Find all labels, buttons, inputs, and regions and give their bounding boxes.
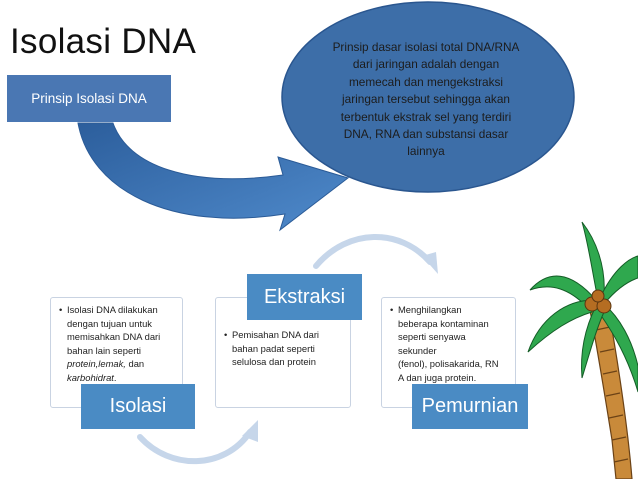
step-line: (fenol), polisakarida, RN [398,358,499,370]
page-title: Isolasi DNA [10,22,197,61]
bubble-line: memecah dan mengekstraksi [348,74,504,89]
cycle-arrow-top-head [422,252,438,274]
bubble-text: Prinsip dasar isolasi total DNA/RNA dari… [312,39,540,161]
step-line: Isolasi DNA dilakukan [67,304,158,315]
cycle-arrow-bottom [137,429,253,465]
palm-tree-icon [527,221,638,479]
bubble-line: terbentuk ekstrak sel yang terdiri [340,109,512,124]
step-text: Menghilangkan beberapa kontaminan sepert… [390,303,509,385]
step-italic: karbohidrat [67,371,114,383]
curved-arrow-icon [77,122,350,232]
bubble-ellipse [281,1,575,193]
step-text: Isolasi DNA dilakukan dengan tujuan untu… [59,303,176,385]
step-line: seperti senyawa [398,331,466,343]
bubble-line: Prinsip dasar isolasi total DNA/RNA [332,40,520,54]
step-label-ekstraksi: Ekstraksi [247,274,362,320]
cycle-arrow-top [313,234,433,269]
step-italic: protein,lemak, [67,358,126,370]
step-label-isolasi: Isolasi [81,384,195,429]
step-line: sekunder [398,344,437,356]
prinsip-box: Prinsip Isolasi DNA [7,75,171,122]
step-line: memisahkan DNA dari [67,331,161,343]
bubble-line: DNA, RNA dan substansi dasar [343,127,509,142]
cycle-arrow-bottom-head [242,420,258,442]
step-line: Pemisahan DNA dari [232,329,320,340]
bubble-line: jaringan tersebut sehingga akan [342,92,510,107]
step-line: dengan tujuan untuk [67,317,152,329]
bubble-line: dari jaringan adalah dengan [352,57,500,72]
step-line: dan [125,358,145,370]
step-line: Menghilangkan [398,304,462,315]
step-label-pemurnian: Pemurnian [412,384,528,429]
step-line: A dan juga protein. [398,371,477,383]
step-line: . [113,371,117,383]
step-text: Pemisahan DNA dari bahan padat seperti s… [224,328,344,369]
step-line: beberapa kontaminan [398,317,489,329]
step-line: bahan lain seperti [67,344,142,356]
step-line: selulosa dan protein [232,356,316,368]
step-line: bahan padat seperti [232,342,315,354]
bubble-line: lainnya [407,144,445,159]
